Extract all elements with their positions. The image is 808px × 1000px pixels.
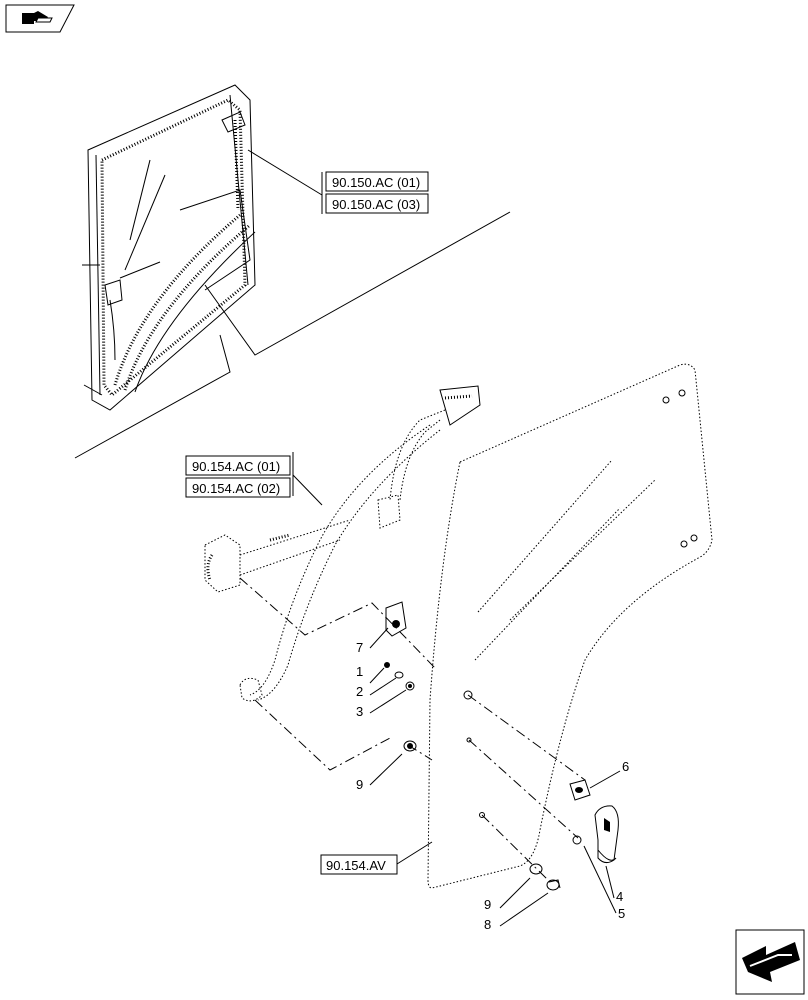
part-2-washer <box>394 671 404 679</box>
ref-harness-1[interactable]: 90.154.AC (01) <box>192 459 280 474</box>
callout-5[interactable]: 5 <box>618 906 625 921</box>
part-5-washer <box>572 835 582 845</box>
ref-cab-2[interactable]: 90.150.AC (03) <box>332 197 420 212</box>
cab-reference-group: 90.150.AC (01) 90.150.AC (03) <box>321 171 429 214</box>
callout-4[interactable]: 4 <box>616 889 623 904</box>
harness-illustration <box>204 385 481 702</box>
part-4-handle <box>594 805 619 864</box>
callout-9-upper[interactable]: 9 <box>356 777 363 792</box>
ref-cab-1[interactable]: 90.150.AC (01) <box>332 175 420 190</box>
ref-box-cab-2[interactable] <box>325 193 429 214</box>
ref-box-cab-1[interactable] <box>325 171 429 192</box>
cab-frame-illustration <box>82 84 256 411</box>
ref-box-glass[interactable] <box>320 854 398 875</box>
callout-8[interactable]: 8 <box>484 917 491 932</box>
part-3-nut <box>405 681 415 691</box>
door-glass-illustration <box>427 363 713 889</box>
callout-9-lower[interactable]: 9 <box>484 897 491 912</box>
arrow-nav-icon[interactable] <box>735 929 805 995</box>
part-8-knob <box>546 879 561 891</box>
callout-6[interactable]: 6 <box>622 759 629 774</box>
ref-box-harness-1[interactable] <box>185 455 291 476</box>
callout-2[interactable]: 2 <box>356 684 363 699</box>
part-7-bracket <box>385 601 407 637</box>
ref-harness-2[interactable]: 90.154.AC (02) <box>192 481 280 496</box>
callout-1[interactable]: 1 <box>356 664 363 679</box>
glass-reference-group: 90.154.AV <box>320 854 398 875</box>
callout-7[interactable]: 7 <box>356 640 363 655</box>
ref-box-harness-2[interactable] <box>185 477 291 498</box>
harness-reference-group: 90.154.AC (01) 90.154.AC (02) <box>185 452 323 506</box>
ref-glass[interactable]: 90.154.AV <box>326 858 386 873</box>
callout-3[interactable]: 3 <box>356 704 363 719</box>
part-9-washer-lower <box>529 863 543 875</box>
part-9-washer-upper <box>403 740 417 752</box>
part-1-screw <box>384 662 390 668</box>
part-6-bushing <box>569 779 591 801</box>
book-hand-icon[interactable] <box>5 4 75 33</box>
